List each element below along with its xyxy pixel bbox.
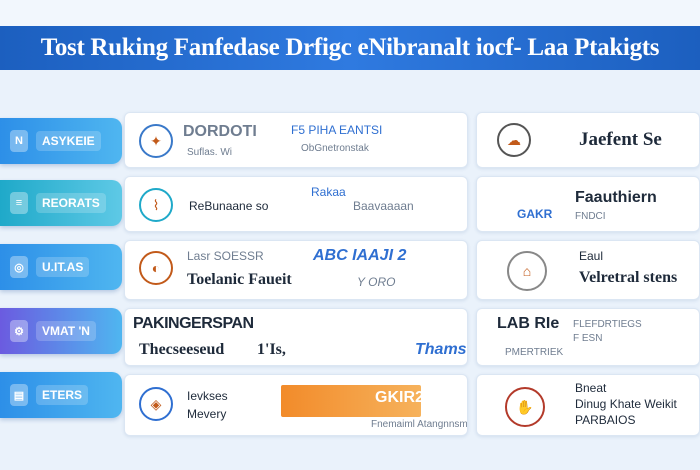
card-r1a[interactable]: ✦ DORDOTI F5 PIHA EANTSI ObGnetronstak S…	[124, 112, 468, 168]
gear-icon: ⚙	[10, 320, 28, 342]
card-line: PMERTRIEK	[505, 347, 564, 358]
sidebar-item-5[interactable]: ▤ ETERS	[0, 372, 122, 418]
card-line: ABC IAAJI 2	[313, 247, 407, 264]
card-line: Thecseeseud	[139, 341, 225, 358]
logo-icon: ◈	[139, 387, 173, 421]
sidebar-item-label: REORATS	[36, 193, 106, 213]
card-line: Toelanic Faueit	[187, 271, 292, 288]
logo-icon: ✋	[505, 387, 545, 427]
card-brand: GKIR2	[375, 389, 424, 406]
card-r5b[interactable]: ✋ Bneat Dinug Khate Weikit PARBAIOS	[476, 374, 700, 436]
card-r2b[interactable]: GAKR Faauthiern FNDCI	[476, 176, 700, 232]
card-line: PARBAIOS	[575, 413, 636, 427]
card-r2a[interactable]: ⌇ ReBunaane so Baavaaaan Rakaa	[124, 176, 468, 232]
card-brand: LAB RIe	[497, 315, 560, 332]
card-r1b[interactable]: ☁ Jaefent Se	[476, 112, 700, 168]
card-line: Mevery	[187, 407, 227, 421]
logo-icon: ☁	[497, 123, 531, 157]
header-banner: Tost Ruking Fanfedase Drfigc eNibranalt …	[0, 26, 700, 70]
card-line: Y ORO	[357, 275, 396, 289]
sidebar-item-3[interactable]: ◎ U.IT.AS	[0, 244, 122, 290]
card-line: Ievkses	[187, 389, 228, 403]
card-brand: Faauthiern	[575, 189, 657, 206]
logo-icon: ◐	[139, 251, 173, 285]
card-brand: ReBunaane so	[189, 199, 269, 213]
card-line: FLEFDRTIEGS	[573, 319, 642, 330]
card-line: Bneat	[575, 381, 607, 395]
card-line: Lasr SOESSR	[187, 249, 264, 263]
brand-banner	[281, 385, 421, 417]
sidebar-item-2[interactable]: ≡ REORATS	[0, 180, 122, 226]
list-icon: ≡	[10, 192, 28, 214]
card-brand: DORDOTI	[183, 123, 257, 140]
sidebar-item-4[interactable]: ⚙ VMAT 'N	[0, 308, 122, 354]
card-line: FNDCI	[575, 211, 606, 222]
target-icon: ◎	[10, 256, 28, 278]
card-r3a[interactable]: ◐ Lasr SOESSR ABC IAAJI 2 Toelanic Fauei…	[124, 240, 468, 300]
page-title: Tost Ruking Fanfedase Drfigc eNibranalt …	[40, 34, 660, 61]
card-prefix: GAKR	[517, 207, 553, 221]
card-r3b[interactable]: ⌂ Eaul Velretral stens	[476, 240, 700, 300]
sidebar-item-label: ETERS	[36, 385, 89, 405]
sidebar-item-label: VMAT 'N	[36, 321, 96, 341]
top-strip	[0, 0, 700, 26]
card-line: F5 PIHA EANTSI	[291, 123, 383, 137]
card-brand: Velretral stens	[579, 269, 678, 286]
card-line: 1'Is,	[257, 341, 286, 358]
logo-icon: ⌇	[139, 188, 173, 222]
card-line: Baavaaaan	[353, 199, 414, 213]
card-line: F ESN	[573, 333, 603, 344]
card-line: ObGnetronstak	[301, 143, 369, 154]
document-icon: ▤	[10, 384, 28, 406]
card-line: Suflas. Wi	[187, 147, 233, 158]
card-r5a[interactable]: ◈ Ievkses Mevery GKIR2 Fnemaiml Atangnns…	[124, 374, 468, 436]
card-line: Thams	[415, 341, 467, 358]
sidebar-item-label: U.IT.AS	[36, 257, 90, 277]
card-line: Eaul	[579, 249, 604, 263]
card-brand: Jaefent Se	[579, 129, 662, 150]
card-r4a[interactable]: PAKINGERSPAN Thecseeseud 1'Is, Thams	[124, 308, 468, 366]
card-r4b[interactable]: LAB RIe FLEFDRTIEGS F ESN PMERTRIEK	[476, 308, 700, 366]
logo-icon: ✦	[139, 124, 173, 158]
sidebar-item-label: ASYKEIE	[36, 131, 101, 151]
card-brand: PAKINGERSPAN	[133, 315, 254, 332]
badge-icon: N	[10, 130, 28, 152]
sidebar-item-1[interactable]: N ASYKEIE	[0, 118, 122, 164]
card-line: Fnemaiml Atangnnsmenn	[371, 419, 468, 430]
card-brand-2: Rakaa	[311, 185, 346, 199]
card-line: Dinug Khate Weikit	[575, 397, 677, 411]
logo-icon: ⌂	[507, 251, 547, 291]
card-grid: ✦ DORDOTI F5 PIHA EANTSI ObGnetronstak S…	[124, 112, 700, 446]
